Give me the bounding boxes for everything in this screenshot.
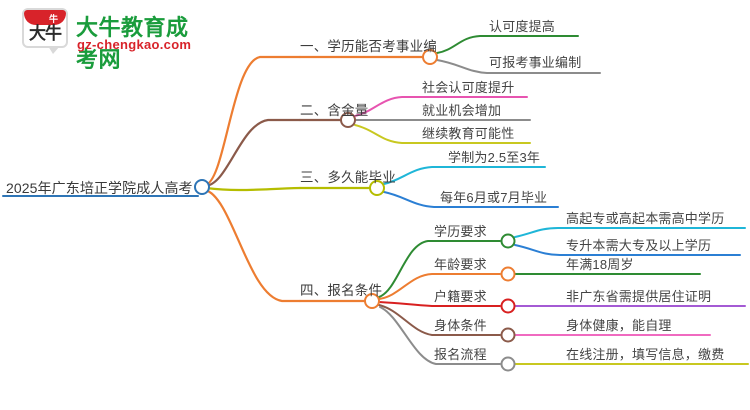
branch-label-2[interactable]: 二、含金量 [300,103,369,118]
sub-node-dot-5 [500,356,516,372]
brand-url: gz-chengkao.com [77,37,192,52]
leaf-label-4-2-1[interactable]: 年满18周岁 [566,257,634,272]
leaf-label-2-1[interactable]: 社会认可度提升 [422,80,515,95]
root-node-dot [194,179,210,195]
sub-label-4-5[interactable]: 报名流程 [434,347,487,362]
logo-speech-bubble-icon: 牛 大牛 [22,8,70,54]
sub-label-4-3[interactable]: 户籍要求 [434,289,487,304]
leaf-label-1-1[interactable]: 认可度提高 [489,19,556,34]
site-logo: 牛 大牛 大牛教育成考网 gz-chengkao.com [22,6,192,72]
leaf-label-4-1-1[interactable]: 高起专或高起本需高中学历 [566,211,725,226]
mindmap-root-label[interactable]: 2025年广东培正学院成人高考 [6,180,193,196]
leaf-label-1-2[interactable]: 可报考事业编制 [489,55,582,70]
branch-label-4[interactable]: 四、报名条件 [300,283,383,298]
leaf-label-4-4-1[interactable]: 身体健康，能自理 [566,318,672,333]
branch-node-dot-2 [340,112,356,128]
leaf-label-4-3-1[interactable]: 非广东省需提供居住证明 [566,289,712,304]
leaf-label-2-2[interactable]: 就业机会增加 [422,103,502,118]
logo-mark-text: 大牛 [29,24,62,43]
leaf-label-4-1-2[interactable]: 专升本需大专及以上学历 [566,238,712,253]
sub-node-dot-4 [500,327,516,343]
branch-node-dot-3 [369,180,385,196]
leaf-label-3-2[interactable]: 每年6月或7月毕业 [440,190,548,205]
branch-node-dot-4 [364,293,380,309]
branch-node-dot-1 [422,49,438,65]
sub-label-4-4[interactable]: 身体条件 [434,318,487,333]
leaf-label-4-5-1[interactable]: 在线注册，填写信息，缴费 [566,347,725,362]
sub-label-4-1[interactable]: 学历要求 [434,224,487,239]
branch-label-3[interactable]: 三、多久能毕业 [300,170,396,185]
leaf-label-2-3[interactable]: 继续教育可能性 [422,126,515,141]
sub-node-dot-2 [500,266,516,282]
sub-label-4-2[interactable]: 年龄要求 [434,257,487,272]
logo-badge-text: 牛 [49,14,59,24]
leaf-label-3-1[interactable]: 学制为2.5至3年 [448,150,541,165]
brand-name-cn: 大牛教育成考网 [76,15,189,72]
sub-node-dot-3 [500,298,516,314]
branch-label-1[interactable]: 一、学历能否考事业编 [300,39,437,54]
sub-node-dot-1 [500,233,516,249]
